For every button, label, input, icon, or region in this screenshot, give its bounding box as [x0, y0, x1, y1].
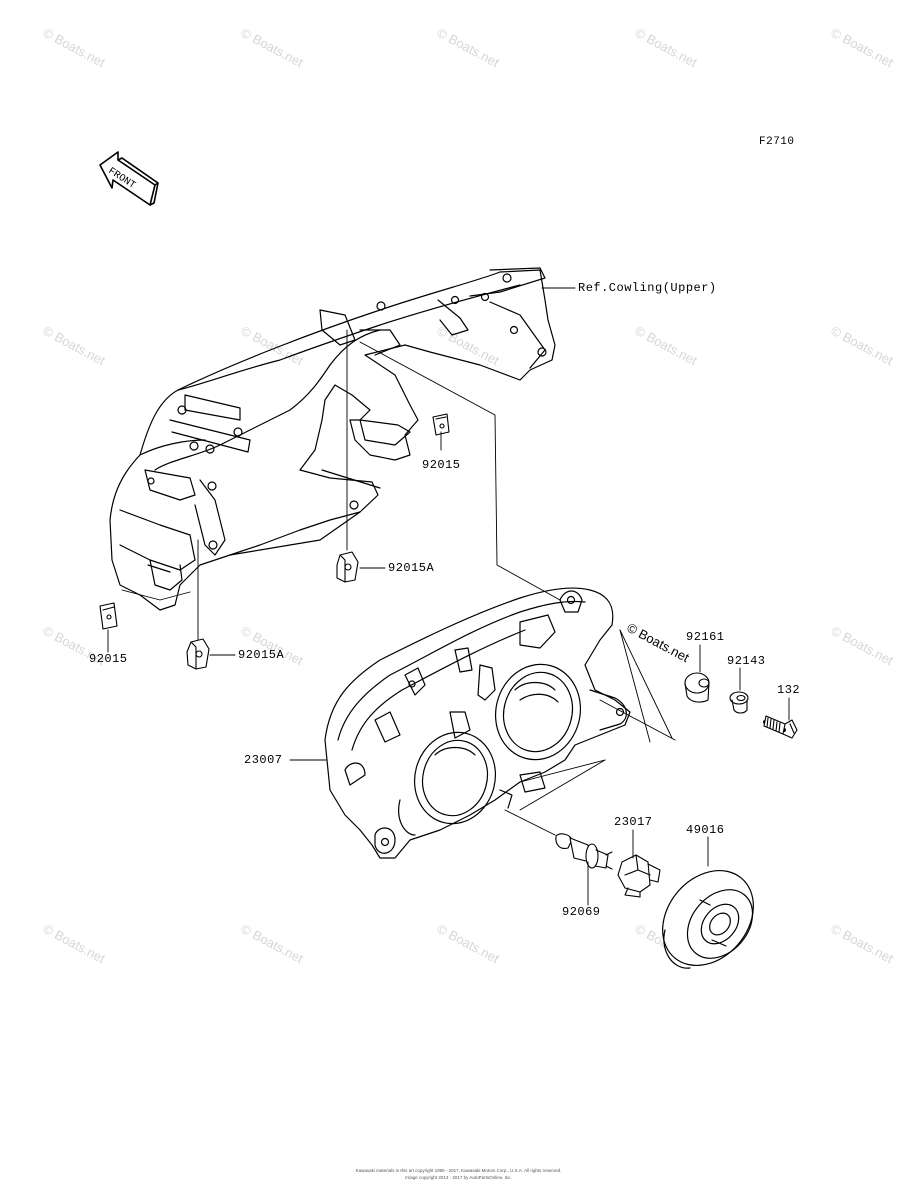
bolt-132 [763, 715, 798, 739]
copyright-line: Kawasaki materials in this art copyright… [355, 1168, 562, 1173]
grommet-92015A-upper [336, 551, 359, 583]
ref-cowling-label: Ref.Cowling(Upper) [578, 281, 717, 295]
part-label-92069[interactable]: 92069 [562, 905, 601, 919]
part-label-23017[interactable]: 23017 [614, 815, 653, 829]
bulb-92069 [555, 833, 613, 870]
leader-lines [107, 287, 790, 906]
part-label-92015[interactable]: 92015 [422, 458, 461, 472]
cowling-stay-bracket [109, 267, 556, 611]
part-label-132[interactable]: 132 [777, 683, 801, 697]
front-arrow-icon: FRONT [99, 151, 159, 206]
collar-92143 [729, 691, 749, 714]
clip-nut-92015-left [99, 602, 118, 630]
part-label-92015A[interactable]: 92015A [388, 561, 435, 575]
part-label-49016[interactable]: 49016 [686, 823, 725, 837]
grommet-92015A-lower [186, 638, 210, 670]
part-label-23007[interactable]: 23007 [244, 753, 283, 767]
clip-nut-92015-right [432, 413, 450, 436]
headlight-assembly [324, 587, 631, 859]
part-label-92161[interactable]: 92161 [686, 630, 725, 644]
rubber-damper-92161 [684, 672, 710, 703]
cover-49016 [662, 869, 754, 969]
diagram-code: F2710 [759, 136, 795, 148]
part-label-92015A[interactable]: 92015A [238, 648, 285, 662]
socket-23017 [617, 854, 661, 898]
copyright-line: Image copyright 2013 - 2017 by AutoParts… [405, 1175, 512, 1180]
part-label-92143[interactable]: 92143 [727, 654, 766, 668]
part-label-92015[interactable]: 92015 [89, 652, 128, 666]
